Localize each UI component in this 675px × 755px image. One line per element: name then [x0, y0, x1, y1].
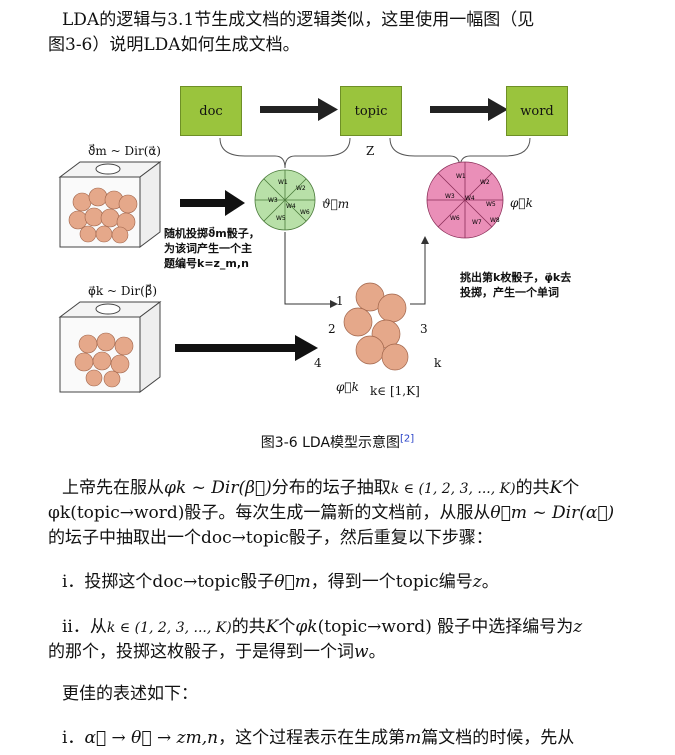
- z-label: Z: [366, 144, 375, 158]
- math: w: [354, 642, 369, 662]
- die-face-label: W4: [465, 195, 475, 202]
- urn2-distribution-label: φ⃗k ~ Dir(β⃗): [88, 284, 158, 298]
- die-face-label: W6: [450, 215, 460, 222]
- text: 的那个，投掷这枚骰子，于是得到一个词: [48, 642, 354, 662]
- index-2: 2: [328, 322, 336, 336]
- caption-reference-link[interactable]: [2]: [400, 433, 415, 445]
- die-face-label: W3: [445, 193, 455, 200]
- theta-to-dice-line: [284, 232, 330, 305]
- theta-m-label: ϑ⃗m: [322, 197, 350, 211]
- text: (topic→word) 骰子中选择编号为: [317, 617, 574, 637]
- die-face-label: W3: [268, 197, 278, 204]
- math: K: [549, 478, 563, 498]
- topic-box: topic: [340, 86, 402, 136]
- urn1-distribution-label: ϑ⃗m ~ Dir(α⃗): [88, 144, 161, 158]
- right-note-line: 投掷，产生一个单词: [460, 286, 559, 299]
- math: z: [573, 617, 583, 637]
- die-face-label: W1: [278, 179, 288, 186]
- index-k: k: [434, 356, 442, 370]
- para1-line-2: φk(topic→word)骰子。每次生成一篇新的文档前，从服从θ⃗m ~ Di…: [48, 501, 675, 526]
- dice-stack: [343, 282, 409, 371]
- pink-die: [426, 161, 504, 239]
- text: 个: [278, 617, 296, 637]
- die-face-label: W4: [286, 203, 296, 210]
- text: 个: [562, 478, 580, 498]
- intro-line-2: 图3-6）说明LDA如何生成文档。: [48, 35, 300, 55]
- text: i．: [62, 728, 85, 748]
- math: k ∈ (1, 2, 3, ..., K): [106, 620, 232, 636]
- box-arrow-1: [260, 98, 338, 121]
- math: θ⃗m: [274, 572, 311, 592]
- intro-line-1: LDA的逻辑与3.1节生成文档的逻辑类似，这里使用一幅图（见: [62, 10, 535, 30]
- die-face-label: W8: [490, 217, 500, 224]
- text: i．投掷这个doc→topic骰子: [62, 572, 275, 592]
- text: ，得到一个topic编号: [310, 572, 473, 592]
- figure-caption: 图3-6 LDA模型示意图[2]: [0, 432, 675, 452]
- urn-2-dice: [74, 332, 134, 388]
- text: 上帝先在服从: [62, 478, 164, 498]
- last-line: i．α⃗ → θ⃗ → zm,n，这个过程表示在生成第m篇文档的时候，先从: [62, 726, 675, 751]
- para1-line-3: 的坛子中抽取出一个doc→topic骰子，然后重复以下步骤：: [48, 528, 493, 548]
- text: ，这个过程表示在生成第: [218, 728, 406, 748]
- math: φk: [295, 617, 318, 637]
- phi-k-bottom-label: φ⃗k: [336, 380, 359, 394]
- k-range-label: k∈ [1,K]: [370, 384, 420, 398]
- text: 分布的坛子抽取: [271, 478, 391, 498]
- text: 。: [368, 642, 386, 662]
- math: φk ~ Dir(β⃗): [164, 478, 272, 498]
- left-note-line: 为该词产生一个主: [164, 242, 252, 255]
- better-statement: 更佳的表述如下：: [62, 684, 198, 704]
- math: α⃗ → θ⃗ → zm,n: [84, 728, 219, 748]
- die-face-label: W6: [300, 209, 310, 216]
- box-arrow-2: [430, 98, 508, 121]
- urn2-arrow: [175, 335, 318, 361]
- urn-1-dice: [68, 187, 138, 244]
- die-face-label: W5: [486, 201, 496, 208]
- die-face-label: W1: [456, 173, 466, 180]
- text: 篇文档的时候，先从: [421, 728, 575, 748]
- left-note-line: 题编号k=z_m,n: [164, 257, 249, 270]
- step-ii-line-1: ii．从k ∈ (1, 2, 3, ..., K)的共K个φk(topic→wo…: [62, 615, 675, 641]
- brace-doc-topic: [219, 137, 351, 169]
- right-note: 挑出第k枚骰子，φ⃗k去 投掷，产生一个单词: [460, 270, 571, 300]
- text: ii．从: [62, 617, 107, 637]
- word-box: word: [506, 86, 568, 136]
- text: 。: [481, 572, 499, 592]
- urn1-arrow: [180, 190, 245, 216]
- math: m: [405, 728, 422, 748]
- left-note: 随机投掷ϑ⃗m骰子， 为该词产生一个主 题编号k=z_m,n: [164, 226, 260, 271]
- left-note-line: 随机投掷ϑ⃗m骰子，: [164, 227, 260, 240]
- text: φk(topic→word)骰子。每次生成一篇新的文档前，从服从: [48, 503, 491, 523]
- math: K: [265, 617, 279, 637]
- die-face-label: W7: [472, 219, 482, 226]
- die-face-label: W5: [276, 215, 286, 222]
- phi-k-label: φ⃗k: [510, 196, 533, 210]
- dice-to-phi-line: [410, 244, 426, 305]
- doc-box: doc: [180, 86, 242, 136]
- die-face-label: W2: [296, 185, 306, 192]
- right-note-line: 挑出第k枚骰子，φ⃗k去: [460, 271, 572, 284]
- die-face-label: W2: [480, 179, 490, 186]
- index-1: 1: [336, 294, 344, 308]
- math: k ∈ (1, 2, 3, ..., K): [390, 481, 516, 497]
- step-i: i．投掷这个doc→topic骰子θ⃗m，得到一个topic编号z。: [62, 570, 675, 595]
- step-ii-line-2: 的那个，投掷这枚骰子，于是得到一个词w。: [48, 640, 675, 665]
- math: θ⃗m ~ Dir(α⃗): [490, 503, 615, 523]
- index-3: 3: [420, 322, 428, 336]
- para1-line-1: 上帝先在服从φk ~ Dir(β⃗)分布的坛子抽取k ∈ (1, 2, 3, .…: [62, 476, 675, 502]
- caption-text: 图3-6 LDA模型示意图: [260, 435, 401, 451]
- math: z: [472, 572, 482, 592]
- green-die: [254, 169, 316, 231]
- text: 的共: [231, 617, 266, 637]
- text: 的共: [515, 478, 550, 498]
- index-4: 4: [314, 356, 322, 370]
